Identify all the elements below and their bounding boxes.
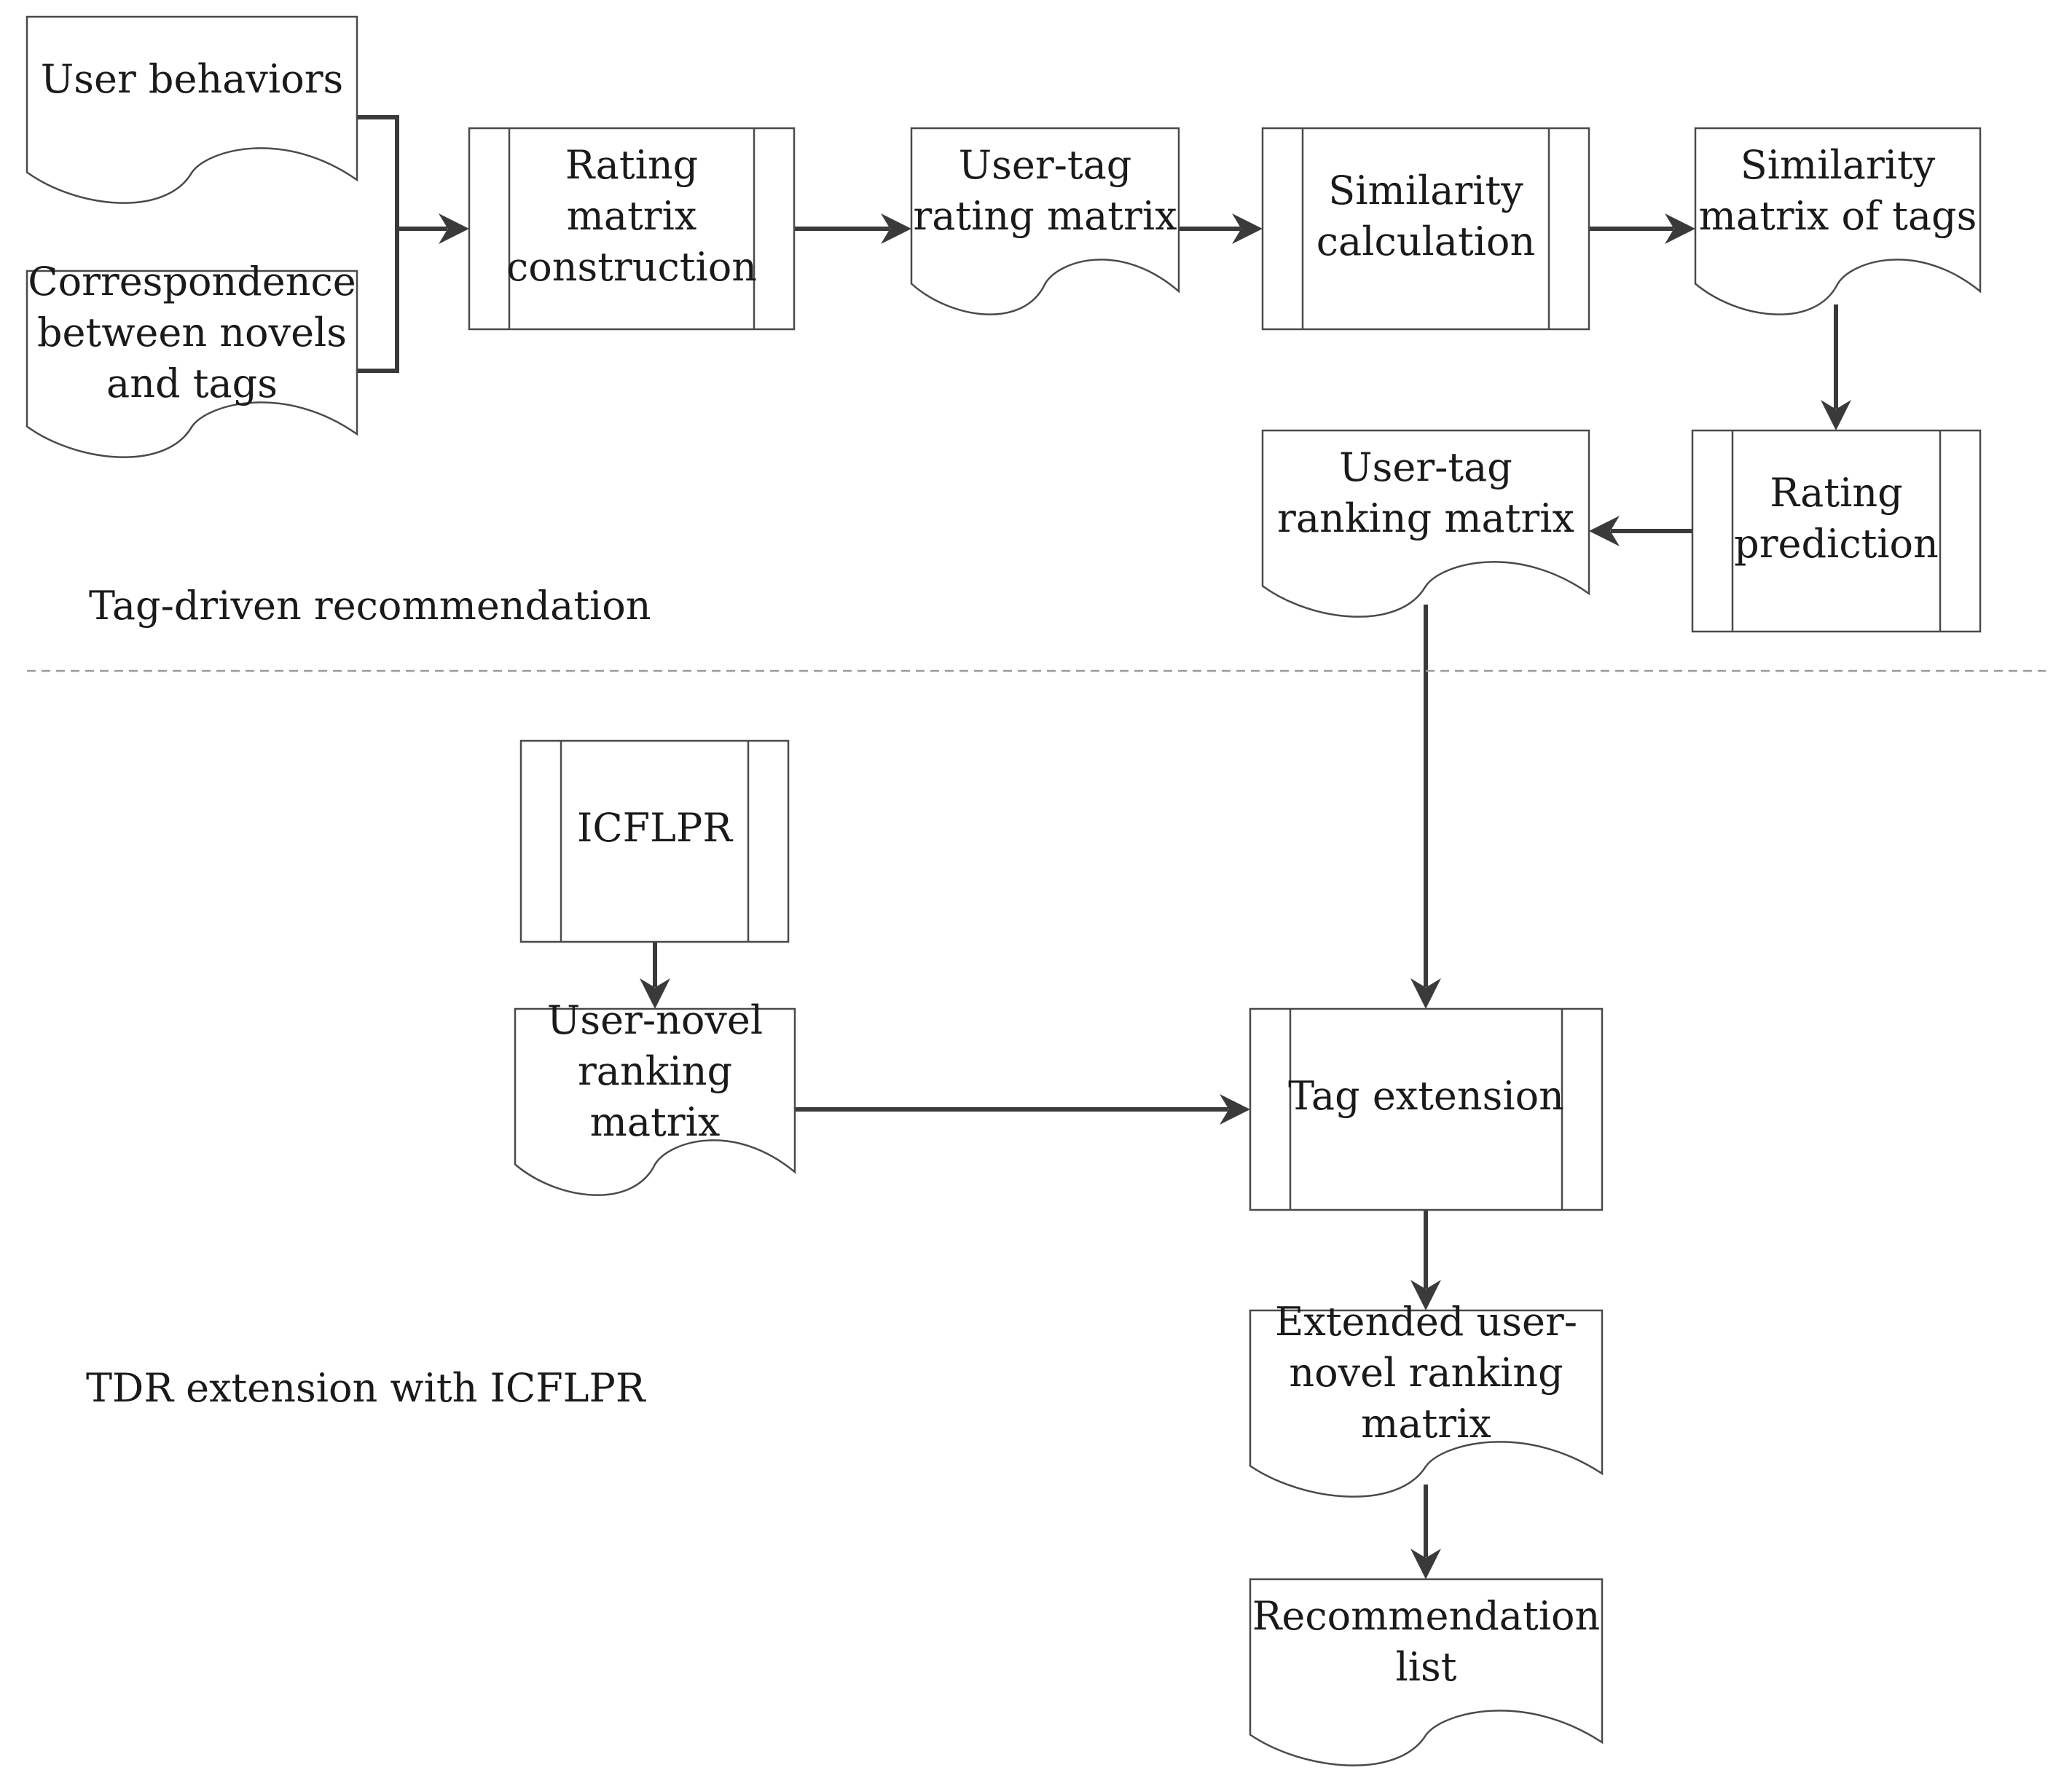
section-label-tdr-extension: TDR extension with ICFLPR xyxy=(86,1365,646,1411)
process-box xyxy=(1249,1007,1604,1211)
document-shape xyxy=(1249,1309,1604,1498)
edge-tag-extension-to-extended-user-novel-ranking-matrix xyxy=(1410,1210,1441,1310)
edge-rating-prediction-to-user-tag-ranking-matrix xyxy=(1589,516,1692,546)
arrowhead xyxy=(1410,978,1441,1009)
node-label-line: Tag extension xyxy=(1288,1073,1564,1119)
node-label-line: list xyxy=(1396,1644,1457,1690)
node-label-line: Recommendation xyxy=(1252,1593,1601,1639)
arrowhead xyxy=(1665,213,1695,244)
section-label-tag-driven: Tag-driven recommendation xyxy=(89,583,651,629)
document-shape xyxy=(1249,1578,1604,1766)
arrowhead xyxy=(881,213,911,244)
node-label-line: User behaviors xyxy=(41,56,343,102)
node-tag-extension: Tag extension xyxy=(1249,1007,1604,1211)
edge-user-novel-ranking-matrix-to-tag-extension xyxy=(795,1094,1250,1125)
node-rating-matrix-construction: Rating matrix construction xyxy=(468,127,796,331)
node-label-line: Similarity xyxy=(1741,142,1936,188)
edge-similarity-calculation-to-similarity-matrix-of-tags xyxy=(1589,213,1695,244)
node-label-line: Rating xyxy=(565,142,698,188)
process-box xyxy=(519,739,790,943)
node-recommendation-list: Recommendation list xyxy=(1249,1578,1604,1766)
node-rating-prediction: Rating prediction xyxy=(1691,429,1982,633)
arrowhead xyxy=(439,213,469,244)
node-label-line: between novels xyxy=(37,310,347,355)
connector-line xyxy=(357,115,447,231)
node-label-line: User-novel xyxy=(547,997,763,1043)
document-shape xyxy=(1694,127,1982,315)
node-label-line: novel ranking xyxy=(1289,1350,1563,1396)
arrowhead xyxy=(640,978,670,1009)
arrowhead xyxy=(1410,1280,1441,1310)
edge-similarity-matrix-of-tags-to-rating-prediction xyxy=(1821,304,1851,430)
edge-icflpr-to-user-novel-ranking-matrix xyxy=(640,942,670,1009)
node-icflpr: ICFLPR xyxy=(519,739,790,943)
edges-layer xyxy=(357,115,1851,1579)
edge-rating-matrix-construction-to-user-tag-rating-matrix xyxy=(794,213,911,244)
arrowhead xyxy=(1589,516,1620,546)
node-label-line: ICFLPR xyxy=(577,805,733,851)
node-label-line: Similarity xyxy=(1328,168,1523,213)
node-user-tag-rating-matrix: User-tag rating matrix xyxy=(910,127,1180,315)
document-shape xyxy=(514,1007,796,1196)
arrowhead xyxy=(1220,1094,1250,1125)
edge-user-tag-rating-matrix-to-similarity-calculation xyxy=(1179,213,1263,244)
node-extended-user-novel-ranking-matrix: Extended user-novel ranking matrix xyxy=(1249,1299,1604,1498)
node-label-line: User-tag xyxy=(959,142,1132,188)
node-label-line: matrix of tags xyxy=(1699,193,1977,239)
connector-line xyxy=(357,229,399,373)
node-label-line: Rating xyxy=(1770,470,1902,516)
node-user-tag-ranking-matrix: User-tag ranking matrix xyxy=(1261,429,1590,618)
node-label-line: ranking matrix xyxy=(1277,495,1574,541)
node-label-line: matrix xyxy=(1361,1401,1491,1447)
arrowhead xyxy=(1232,213,1263,244)
edge-user-behaviors-to-rating-matrix-construction xyxy=(357,115,469,244)
node-similarity-matrix-of-tags: Similarity matrix of tags xyxy=(1694,127,1982,315)
edge-user-tag-ranking-matrix-to-tag-extension xyxy=(1410,605,1441,1009)
document-shape xyxy=(1261,429,1590,618)
node-similarity-calculation: Similarity calculation xyxy=(1261,127,1590,331)
node-label-line: Extended user- xyxy=(1275,1299,1577,1345)
arrowhead xyxy=(1821,400,1851,430)
node-user-novel-ranking-matrix: User-novel ranking matrix xyxy=(514,997,796,1196)
node-label-line: ranking xyxy=(578,1048,732,1094)
node-label-line: Correspondence xyxy=(28,259,356,304)
node-label-line: calculation xyxy=(1316,219,1535,264)
document-shape xyxy=(910,127,1180,315)
edge-extended-user-novel-ranking-matrix-to-recommendation-list xyxy=(1410,1485,1441,1579)
process-box xyxy=(468,127,796,331)
node-label-line: construction xyxy=(506,244,757,290)
node-label-line: prediction xyxy=(1734,521,1939,567)
process-box xyxy=(1261,127,1590,331)
edge-correspondence-to-rating-matrix-construction xyxy=(357,229,399,373)
node-label-line: rating matrix xyxy=(913,193,1177,239)
node-label-line: matrix xyxy=(590,1099,721,1145)
node-label-line: and tags xyxy=(106,361,278,406)
node-correspondence: Correspondence between novels and tags xyxy=(25,259,358,458)
node-label-line: User-tag xyxy=(1339,444,1512,490)
node-label-line: matrix xyxy=(567,193,697,239)
document-shape xyxy=(25,270,358,458)
document-shape xyxy=(25,15,358,204)
node-user-behaviors: User behaviors xyxy=(25,15,358,204)
arrowhead xyxy=(1410,1549,1441,1579)
process-box xyxy=(1691,429,1982,633)
